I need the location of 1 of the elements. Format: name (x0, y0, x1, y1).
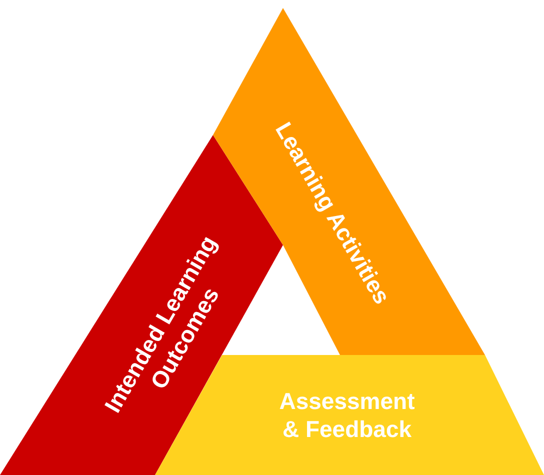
band-label: Assessment & Feedback (278, 387, 416, 443)
